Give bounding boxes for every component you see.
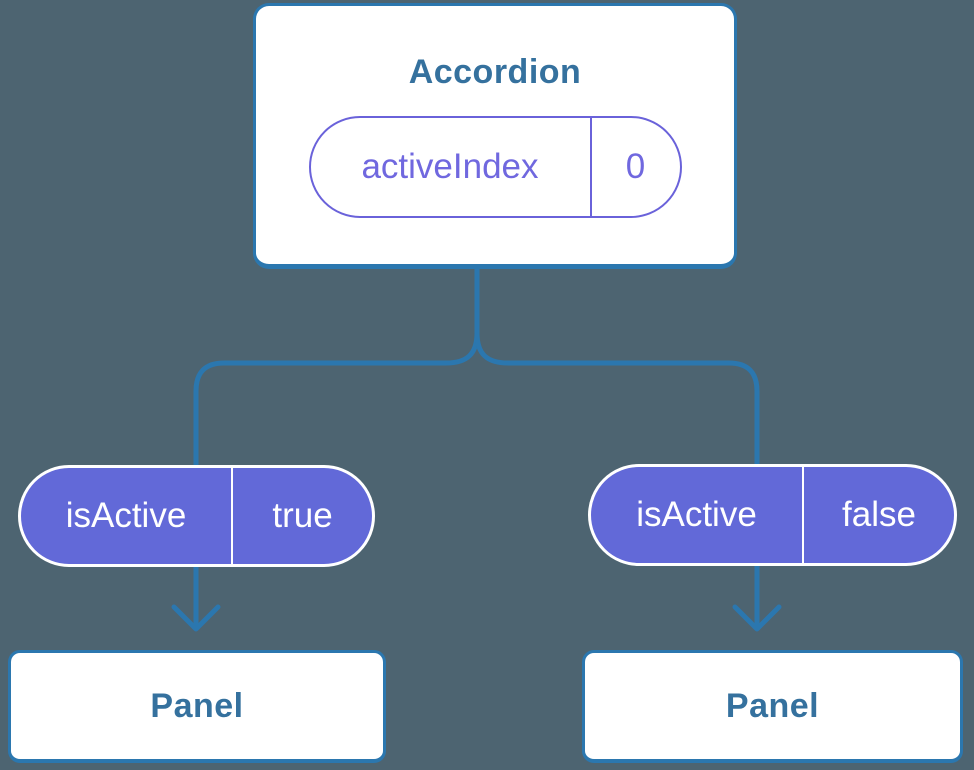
panel-node-right: Panel xyxy=(582,650,963,763)
arrow-down-right-icon xyxy=(732,604,782,632)
accordion-node: Accordion activeIndex 0 xyxy=(253,3,737,269)
panel-node-title: Panel xyxy=(150,686,244,725)
arrow-down-left-icon xyxy=(171,604,221,632)
accordion-node-title: Accordion xyxy=(408,52,582,91)
connector-right-branch xyxy=(474,263,760,629)
connector-left-branch xyxy=(193,263,480,629)
prop-pill-name: isActive xyxy=(636,495,757,534)
prop-pill-name: isActive xyxy=(65,496,187,535)
panel-node-title: Panel xyxy=(725,686,820,725)
state-pill-name: activeIndex xyxy=(361,146,539,186)
state-pill-activeindex: activeIndex 0 xyxy=(308,115,682,218)
prop-pill-value: false xyxy=(802,467,954,563)
state-pill-value: 0 xyxy=(589,117,680,216)
prop-pill-isactive-false: isActive false xyxy=(588,464,957,566)
panel-node-left: Panel xyxy=(8,650,386,763)
prop-pill-value: true xyxy=(231,468,372,564)
prop-pill-isactive-true: isActive true xyxy=(18,465,375,567)
